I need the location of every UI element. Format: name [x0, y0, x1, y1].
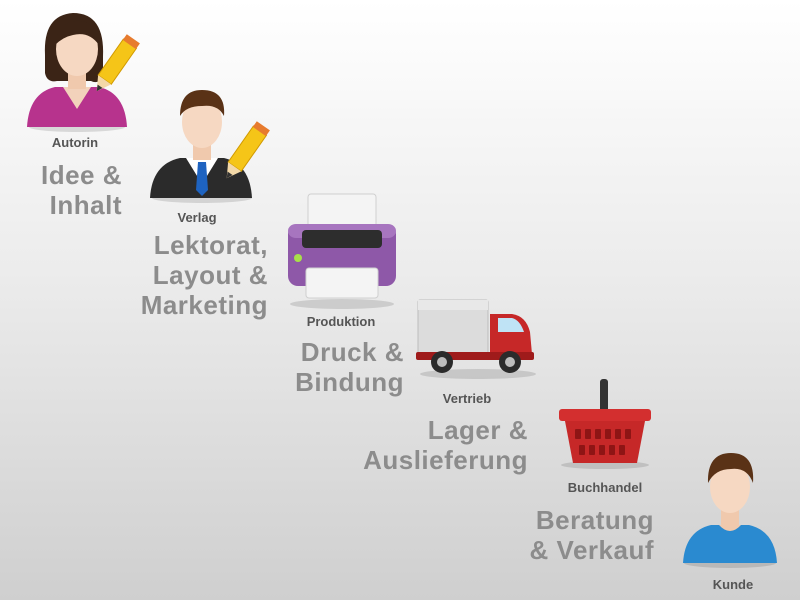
- customer-icon: [683, 453, 777, 568]
- step-description-autorin: Idee & Inhalt: [40, 160, 122, 220]
- basket-icon: [559, 379, 651, 469]
- role-label-verlag: Verlag: [177, 210, 217, 225]
- truck-icon: [416, 299, 536, 379]
- role-label-produktion: Produktion: [306, 314, 376, 329]
- step-description-produktion: Druck & Bindung: [295, 337, 404, 397]
- role-label-autorin: Autorin: [51, 135, 99, 150]
- step-description-vertrieb: Lager & Auslieferung: [363, 415, 528, 475]
- man-writer-icon: [150, 90, 270, 203]
- woman-writer-icon: [27, 13, 140, 132]
- printer-icon: [288, 193, 396, 309]
- role-label-buchhandel: Buchhandel: [567, 480, 643, 495]
- role-label-vertrieb: Vertrieb: [442, 391, 492, 406]
- role-label-kunde: Kunde: [712, 577, 754, 592]
- step-description-verlag: Lektorat, Layout & Marketing: [140, 230, 268, 320]
- step-description-buchhandel: Beratung & Verkauf: [529, 505, 654, 565]
